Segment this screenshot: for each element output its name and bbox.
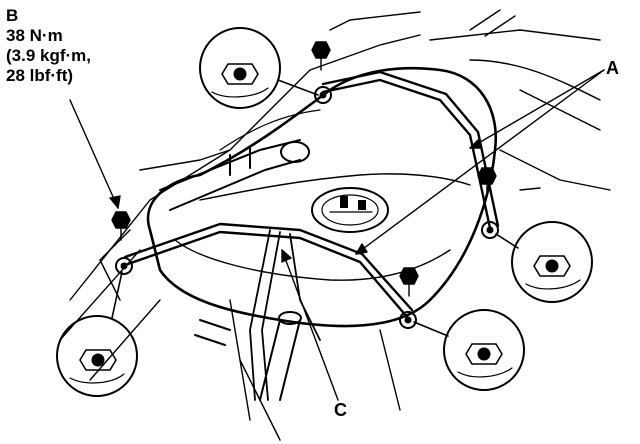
strap-bolt-front-right bbox=[399, 311, 417, 329]
exhaust-pipe bbox=[194, 311, 302, 401]
callout-a-leaders bbox=[355, 69, 605, 255]
detail-circle-bottom-right bbox=[413, 309, 525, 391]
bolt-nut-icon-right bbox=[477, 167, 497, 197]
strap-bolt-rear-right bbox=[481, 221, 499, 239]
strap-bolt-rear-left bbox=[314, 86, 332, 104]
detail-circle-bottom-left bbox=[56, 271, 138, 397]
bolt-nut-icon-bottom bbox=[399, 267, 419, 297]
bolt-nut-icon-top bbox=[311, 41, 331, 71]
callout-c-label: C bbox=[334, 400, 347, 420]
fuel-tank bbox=[146, 66, 498, 328]
strap-bolt-front-left bbox=[115, 257, 133, 275]
torque-spec-label: B 38 N·m (3.9 kgf·m, 28 lbf·ft) bbox=[6, 6, 91, 86]
callout-b-leader bbox=[69, 99, 121, 209]
filler-neck bbox=[159, 139, 310, 211]
detail-circle-top-left bbox=[199, 27, 319, 109]
tank-strap-left bbox=[123, 222, 414, 320]
detail-circle-right bbox=[495, 221, 593, 303]
fuel-pump-assembly bbox=[311, 187, 389, 233]
callout-a-label: A bbox=[606, 58, 619, 78]
torque-value-lbfft: 28 lbf·ft) bbox=[6, 66, 74, 85]
torque-value-kgfm: (3.9 kgf·m, bbox=[6, 46, 92, 65]
torque-callout-letter: B bbox=[6, 6, 19, 25]
callout-c-leader bbox=[281, 249, 339, 401]
vehicle-body-outline bbox=[59, 9, 611, 441]
torque-value-nm: 38 N·m bbox=[6, 26, 63, 45]
bolt-nut-icon-left bbox=[111, 211, 131, 241]
tank-strap-right bbox=[321, 70, 500, 230]
